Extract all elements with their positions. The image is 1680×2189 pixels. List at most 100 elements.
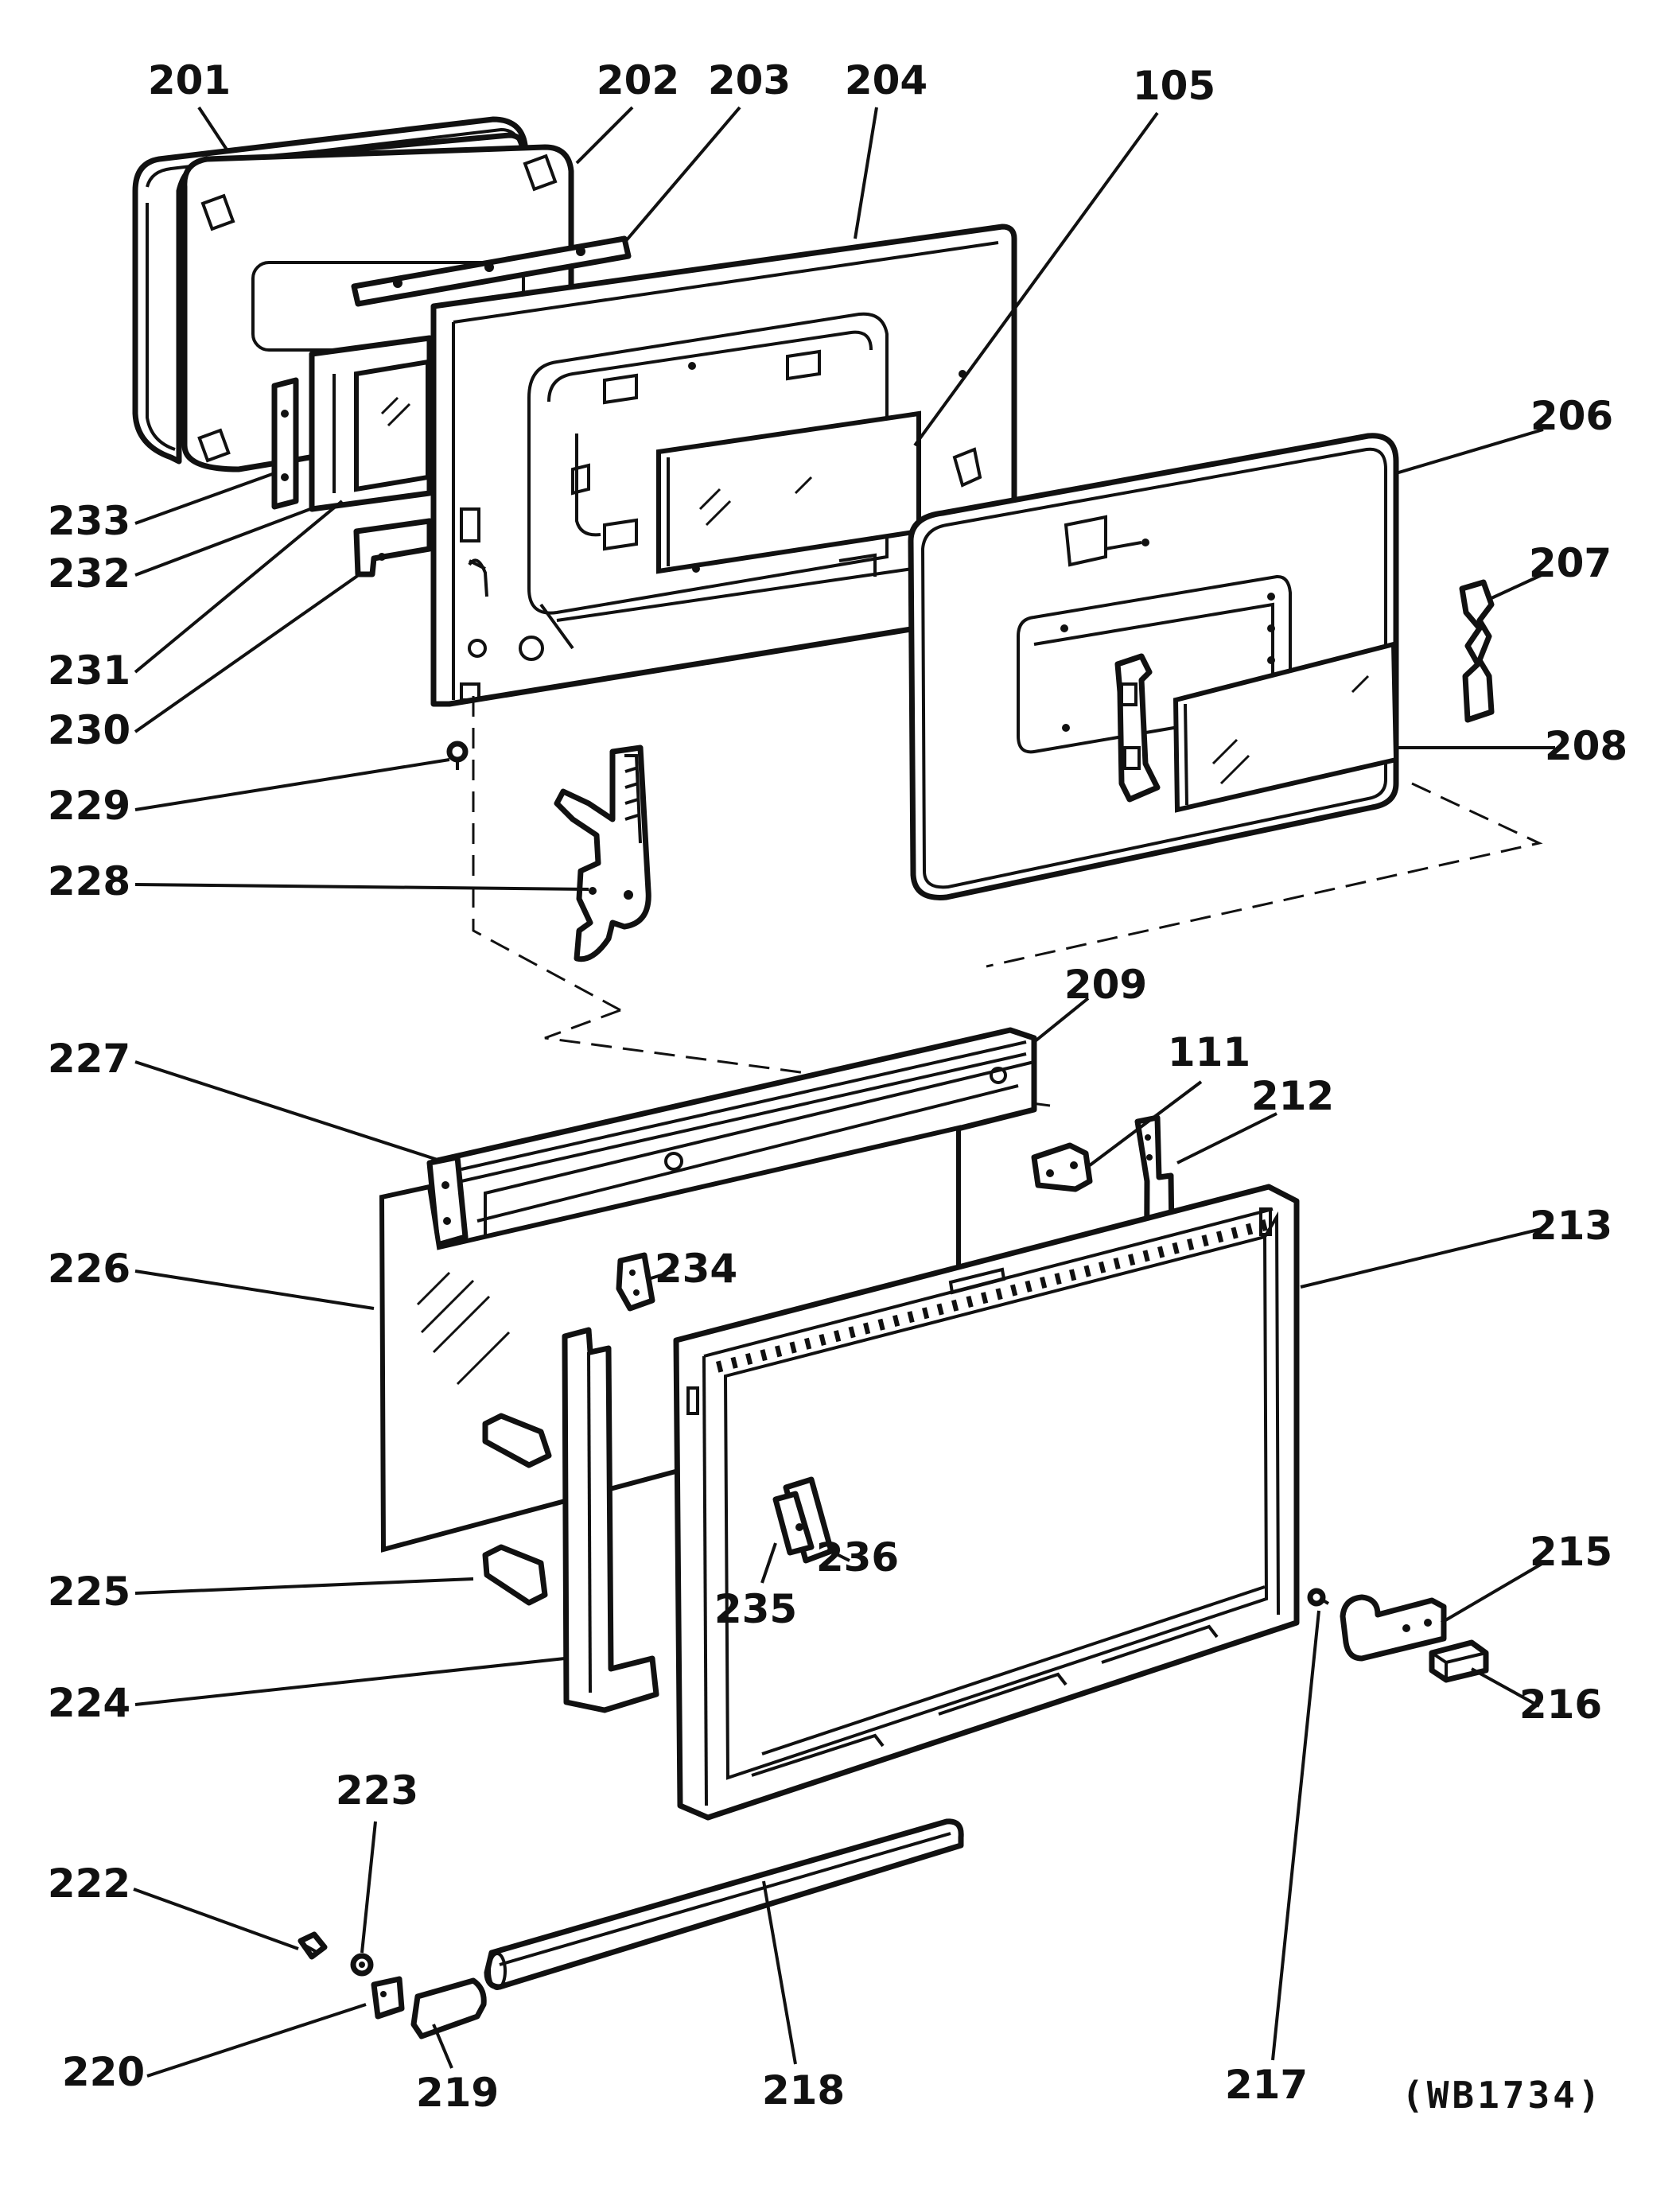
callout-229: 229 — [48, 783, 130, 829]
leader-line-233 — [134, 472, 275, 525]
leader-line-225 — [134, 1577, 474, 1595]
leader-line-228 — [134, 883, 589, 891]
callout-216: 216 — [1519, 1682, 1602, 1728]
leader-line-222 — [133, 1888, 299, 1950]
leader-line-220 — [146, 2003, 367, 2078]
leader-line-234 — [648, 1269, 675, 1281]
vent-slot — [951, 1299, 959, 1312]
callout-236: 236 — [816, 1534, 899, 1581]
part-224-left-side-rail — [562, 1327, 659, 1713]
part-220-spacer — [371, 1976, 405, 2020]
vent-slot — [730, 1356, 738, 1369]
vent-slot — [1246, 1223, 1254, 1235]
vent-slot — [877, 1318, 885, 1331]
vent-slot — [995, 1288, 1003, 1301]
part-228-hinge — [554, 745, 651, 962]
vent-slot — [1025, 1280, 1032, 1293]
part-233-side-strip — [271, 377, 299, 510]
callout-201: 201 — [148, 57, 231, 103]
callout-213: 213 — [1530, 1203, 1612, 1249]
callout-208: 208 — [1545, 723, 1628, 769]
vent-slot — [760, 1349, 768, 1362]
callout-234: 234 — [655, 1246, 737, 1292]
callout-222: 222 — [48, 1860, 130, 1907]
part-229-screw — [446, 741, 469, 770]
part-207-clip — [1459, 579, 1495, 723]
callout-203: 203 — [708, 57, 791, 103]
vent-slot — [966, 1295, 974, 1308]
vent-slot — [1142, 1250, 1150, 1262]
vent-slot — [907, 1311, 915, 1324]
callout-226: 226 — [48, 1246, 130, 1292]
callout-111: 111 — [1168, 1029, 1250, 1075]
part-219-handle-endcap — [410, 1977, 487, 2039]
vent-slot — [921, 1307, 930, 1320]
leader-line-215 — [1440, 1561, 1545, 1624]
part-111-small-bracket — [1031, 1142, 1093, 1192]
callout-215: 215 — [1530, 1529, 1612, 1575]
callout-228: 228 — [48, 858, 130, 904]
vent-slot — [1040, 1276, 1048, 1289]
vent-slot — [1113, 1257, 1121, 1269]
vent-slot — [848, 1326, 856, 1339]
leader-line-217 — [1271, 1610, 1320, 2061]
leader-line-219 — [432, 2024, 453, 2069]
leader-line-201 — [197, 106, 228, 151]
vent-slot — [1010, 1284, 1018, 1297]
part-215-hinge-arm — [1340, 1594, 1447, 1662]
part-230-lower-bracket — [353, 518, 433, 577]
leader-line-229 — [134, 758, 450, 811]
vent-slot — [1231, 1227, 1239, 1239]
leader-line-105 — [913, 111, 1159, 447]
part-234-small-bracket — [616, 1252, 655, 1312]
leader-line-213 — [1300, 1227, 1542, 1289]
vent-slot — [1128, 1254, 1136, 1266]
leader-line-223 — [360, 1821, 377, 1954]
leader-line-236 — [826, 1548, 850, 1562]
vent-slot — [892, 1314, 900, 1327]
leader-line-226 — [134, 1269, 375, 1310]
callout-209: 209 — [1064, 962, 1147, 1008]
part-213-frame-vent-slots — [715, 1219, 1268, 1373]
vent-slot — [803, 1337, 812, 1350]
part-223-washer — [350, 1953, 374, 1977]
part-218-handle-bar — [484, 1818, 964, 1990]
callout-207: 207 — [1529, 540, 1612, 586]
leader-line-204 — [854, 107, 878, 239]
vent-slot — [789, 1341, 797, 1354]
callout-220: 220 — [62, 2049, 145, 2095]
leader-line-218 — [762, 1880, 797, 2065]
diagram-code: (WB1734) — [1402, 2074, 1604, 2117]
vent-slot — [863, 1322, 871, 1335]
vent-slot — [1260, 1219, 1268, 1231]
part-208-outer-window-glass — [1172, 641, 1399, 813]
callout-224: 224 — [48, 1680, 130, 1726]
part-217-screw — [1307, 1588, 1330, 1607]
vent-slot — [745, 1352, 753, 1365]
part-231-window-glass — [354, 359, 430, 492]
vent-slot — [1083, 1265, 1091, 1277]
part-203-top-bracket — [351, 235, 632, 307]
leader-line-232 — [134, 507, 311, 577]
leader-line-231 — [134, 500, 344, 674]
leader-line-216 — [1471, 1667, 1540, 1708]
leader-line-207 — [1491, 573, 1544, 600]
callout-232: 232 — [48, 550, 130, 597]
vent-slot — [980, 1292, 989, 1304]
callout-225: 225 — [48, 1569, 130, 1615]
vent-slot — [1069, 1269, 1077, 1281]
callout-235: 235 — [714, 1586, 797, 1632]
leader-line-227 — [134, 1060, 438, 1161]
callout-206: 206 — [1530, 393, 1613, 439]
leader-line-224 — [134, 1657, 566, 1706]
vent-slot — [1157, 1246, 1165, 1258]
part-213-door-frame — [673, 1184, 1300, 1821]
vent-slot — [1172, 1242, 1180, 1254]
leader-line-111 — [1088, 1080, 1203, 1167]
part-206-handle-bracket — [1114, 653, 1161, 803]
vent-slot — [1187, 1238, 1195, 1250]
callout-219: 219 — [416, 2070, 499, 2116]
callout-227: 227 — [48, 1036, 130, 1082]
